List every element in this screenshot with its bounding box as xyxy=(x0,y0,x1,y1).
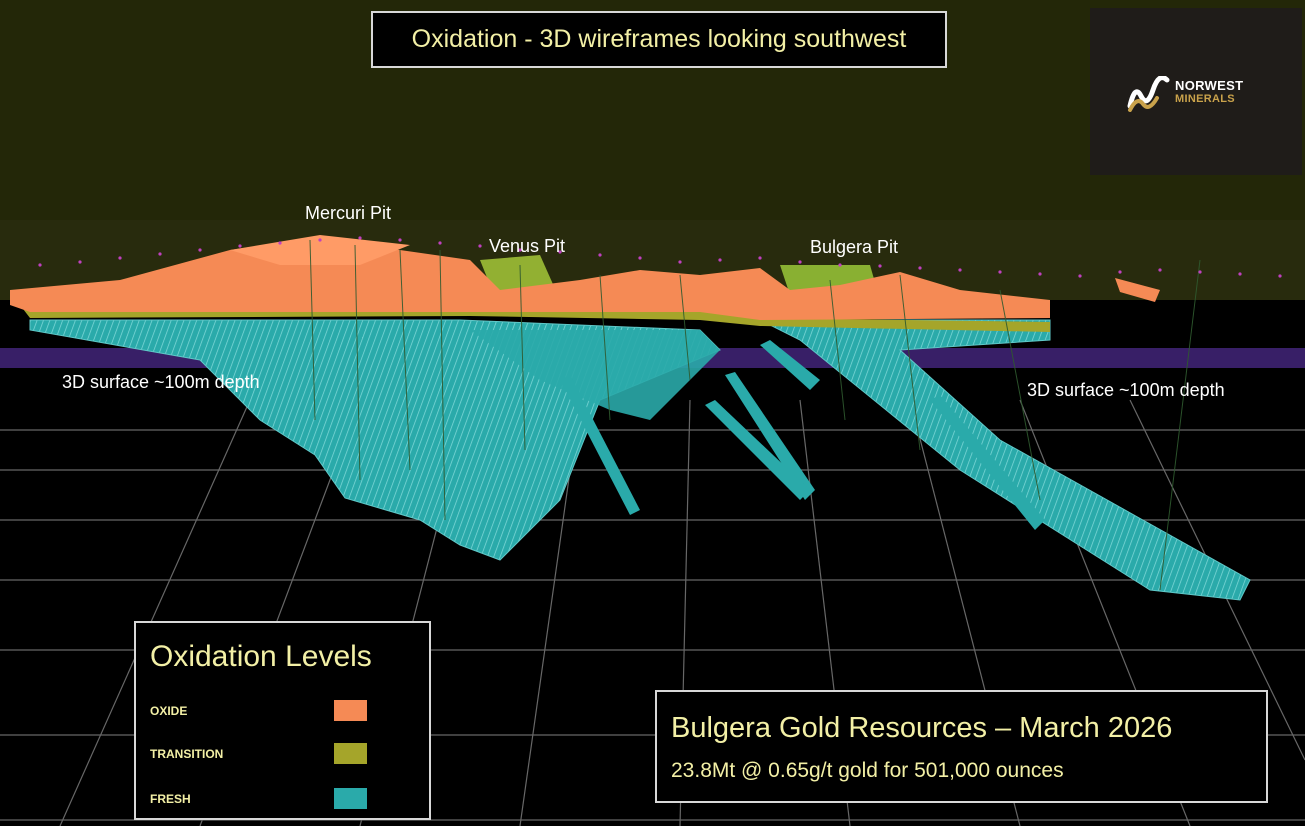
logo-text-line1: NORWEST xyxy=(1175,78,1244,93)
legend-label-transition: TRANSITION xyxy=(150,747,224,761)
drill-holes xyxy=(309,239,1201,591)
legend-title: Oxidation Levels xyxy=(150,640,372,673)
page-title: Oxidation - 3D wireframes looking southw… xyxy=(371,11,947,68)
resources-summary: Bulgera Gold Resources – March 2026 23.8… xyxy=(655,690,1268,803)
legend-swatch-transition xyxy=(334,743,367,764)
oxidation-legend: Oxidation Levels OXIDE TRANSITION FRESH xyxy=(134,621,431,820)
fresh-wireframes xyxy=(29,319,1251,601)
company-logo: NORWEST MINERALS xyxy=(1090,8,1302,175)
legend-label-fresh: FRESH xyxy=(150,792,191,806)
drill-collars xyxy=(38,236,1282,278)
resources-subtitle: 23.8Mt @ 0.65g/t gold for 501,000 ounces xyxy=(671,759,1064,782)
logo-text-line2: MINERALS xyxy=(1175,93,1235,105)
logo-mark-icon xyxy=(1127,76,1170,112)
pit-label-bulgera: Bulgera Pit xyxy=(810,237,899,257)
legend-label-oxide: OXIDE xyxy=(150,704,188,718)
legend-swatch-oxide xyxy=(334,700,367,721)
oxide-wireframes xyxy=(10,235,1160,320)
resources-title: Bulgera Gold Resources – March 2026 xyxy=(671,712,1173,744)
surface-label-right: 3D surface ~100m depth xyxy=(1027,380,1225,400)
pit-label-venus: Venus Pit xyxy=(489,236,566,256)
surface-label-left: 3D surface ~100m depth xyxy=(62,372,260,392)
legend-swatch-fresh xyxy=(334,788,367,809)
title-text: Oxidation - 3D wireframes looking southw… xyxy=(411,25,907,53)
pit-label-mercuri: Mercuri Pit xyxy=(305,203,392,223)
